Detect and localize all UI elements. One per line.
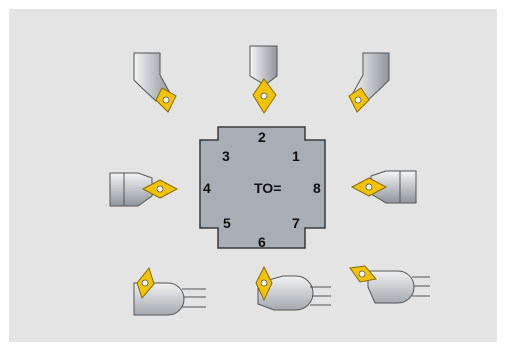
position-label-8: 8 [313,180,321,196]
tool-top [249,45,278,114]
turning-tool-icon [109,172,153,207]
center-label: TO= [254,180,281,196]
boring-bar-icon [367,270,415,304]
tool-top-left [133,52,177,113]
position-label-6: 6 [258,234,266,250]
position-label-1: 1 [292,148,300,164]
tool-top-right [348,52,390,113]
position-label-7: 7 [292,215,300,231]
tool-left [109,172,179,207]
turning-tool-icon [249,45,278,86]
tool-right [350,170,417,204]
position-label-4: 4 [203,180,211,196]
turret-body [199,126,326,249]
position-label-5: 5 [223,215,231,231]
tool-bottom [255,265,331,311]
tool-bottom-left [133,266,206,316]
tool-bottom-right [349,265,430,304]
position-label-3: 3 [222,148,230,164]
position-label-2: 2 [258,129,266,145]
